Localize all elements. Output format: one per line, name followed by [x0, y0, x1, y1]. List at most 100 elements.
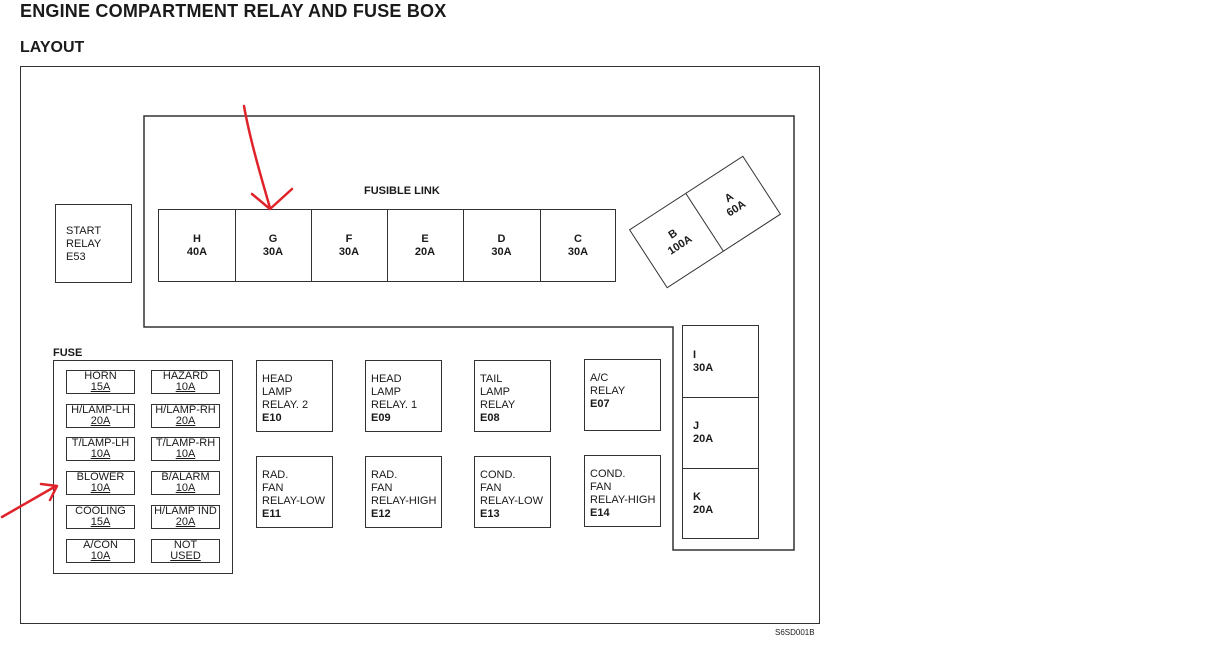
fuse-amp: 10A [90, 550, 111, 562]
relay-line: HEAD [262, 373, 293, 385]
relay-code: E11 [262, 508, 281, 520]
relay-line: LAMP [371, 386, 401, 398]
figure-code: S6SD001B [775, 628, 815, 637]
fuse-block: HORN 15A HAZARD 10A H/LAMP-LH 20A H/LAMP… [53, 360, 233, 574]
side-fuse-id: K [693, 491, 701, 503]
fuse-t-lamp-rh: T/LAMP-RH 10A [151, 437, 220, 461]
relay-e14: COND. FAN RELAY-HIGH E14 [584, 455, 661, 527]
fuse-h-lamp-ind: H/LAMP IND 20A [151, 505, 220, 529]
fuse-name: BLOWER [76, 471, 125, 483]
relay-line: FAN [262, 482, 284, 494]
start-relay-line: RELAY [66, 238, 102, 250]
fusible-link-heading: FUSIBLE LINK [364, 185, 440, 197]
start-relay-line: START [66, 225, 102, 237]
relay-e09: HEAD LAMP RELAY. 1 E09 [365, 360, 442, 432]
fuse-not-used: NOT USED [151, 539, 220, 563]
fusible-link-id: C [574, 232, 582, 245]
relay-line: FAN [480, 482, 502, 494]
side-fuse-amp: 30A [693, 362, 714, 374]
relay-e13: COND. FAN RELAY-LOW E13 [474, 456, 551, 528]
fusible-link-h: H 40A [159, 210, 236, 281]
side-fuse-amp: 20A [693, 433, 714, 445]
relay-e11: RAD. FAN RELAY-LOW E11 [256, 456, 333, 528]
relay-code: E14 [590, 507, 610, 519]
fuse-name: HAZARD [162, 370, 209, 382]
relay-line: HEAD [371, 373, 402, 385]
fuse-name: B/ALARM [161, 471, 210, 483]
fuse-amp: 10A [175, 448, 196, 460]
fuse-name: H/LAMP-LH [71, 404, 130, 416]
fusible-link-g: G 30A [235, 210, 312, 281]
fuse-horn: HORN 15A [66, 370, 135, 394]
fusible-link-amp: 30A [262, 245, 284, 258]
relay-code: E07 [590, 398, 610, 410]
side-fuse-id: I [693, 349, 697, 361]
arrow-head-g [250, 187, 294, 211]
fuse-amp: 10A [90, 448, 111, 460]
fusible-link-amp: 20A [414, 245, 436, 258]
fuse-amp: USED [170, 550, 201, 562]
arrow-to-fusible-link-g [242, 104, 272, 210]
fusible-link-amp: 30A [567, 245, 589, 258]
relay-code: E13 [480, 508, 500, 520]
fuse-amp: 20A [175, 516, 196, 528]
fusible-link-f: F 30A [311, 210, 388, 281]
fusible-link-amp: 30A [338, 245, 360, 258]
fuse-amp: 15A [90, 516, 111, 528]
side-fuse-k: K 20A [683, 468, 758, 538]
fuse-t-lamp-lh: T/LAMP-LH 10A [66, 437, 135, 461]
relay-line: COND. [590, 468, 626, 480]
fuse-name: H/LAMP-RH [155, 404, 216, 416]
fusible-link-row: H 40A G 30A F 30A E 20A D 30A C 30A [158, 209, 616, 282]
fuse-amp: 20A [175, 415, 196, 427]
relay-line: A/C [590, 372, 609, 384]
fuse-name: T/LAMP-LH [71, 437, 130, 449]
fusible-link-amp: 40A [186, 245, 208, 258]
fuse-heading: FUSE [53, 347, 83, 359]
fuse-box-outline [20, 66, 820, 624]
fuse-a-con: A/CON 10A [66, 539, 135, 563]
arrow-to-fuse-blower [0, 484, 58, 519]
fuse-amp: 10A [175, 482, 196, 494]
fuse-name: A/CON [83, 539, 118, 551]
relay-line: RAD. [262, 469, 289, 481]
relay-line: LAMP [480, 386, 510, 398]
fusible-link-id: D [497, 232, 506, 245]
fusible-link-d: D 30A [463, 210, 541, 281]
relay-line: TAIL [480, 373, 503, 385]
relay-e12: RAD. FAN RELAY-HIGH E12 [365, 456, 442, 528]
relay-e10: HEAD LAMP RELAY. 2 E10 [256, 360, 333, 432]
side-fuse-id: J [693, 420, 700, 432]
relay-e07: A/C RELAY E07 [584, 359, 661, 431]
relay-e08: TAIL LAMP RELAY E08 [474, 360, 551, 432]
fuse-name: T/LAMP-RH [155, 437, 216, 449]
fuse-amp: 15A [90, 381, 111, 393]
fusible-link-c: C 30A [540, 210, 616, 281]
fusible-link-id: F [345, 232, 353, 245]
relay-code: E08 [480, 412, 500, 424]
relay-line: RAD. [371, 469, 398, 481]
fuse-amp: 20A [90, 415, 111, 427]
layout-subtitle: LAYOUT [20, 39, 85, 56]
relay-line: RELAY. 2 [262, 399, 309, 411]
relay-line: LAMP [262, 386, 292, 398]
page-title: ENGINE COMPARTMENT RELAY AND FUSE BOX [20, 1, 447, 21]
start-relay-code: E53 [66, 251, 86, 263]
relay-line: RELAY-HIGH [590, 494, 656, 506]
side-fuse-column: I 30A J 20A K 20A [682, 325, 759, 539]
fuse-hazard: HAZARD 10A [151, 370, 220, 394]
relay-line: FAN [371, 482, 393, 494]
arrow-head-blower [39, 482, 59, 502]
relay-code: E12 [371, 508, 391, 520]
relay-line: FAN [590, 481, 612, 493]
fuse-amp: 10A [175, 381, 196, 393]
fuse-amp: 10A [90, 482, 111, 494]
relay-code: E10 [262, 412, 282, 424]
relay-line: RELAY. 1 [371, 399, 418, 411]
relay-line: RELAY [480, 399, 516, 411]
side-fuse-amp: 20A [693, 504, 714, 516]
fuse-name: H/LAMP IND [154, 505, 217, 517]
relay-line: RELAY-LOW [262, 495, 325, 507]
